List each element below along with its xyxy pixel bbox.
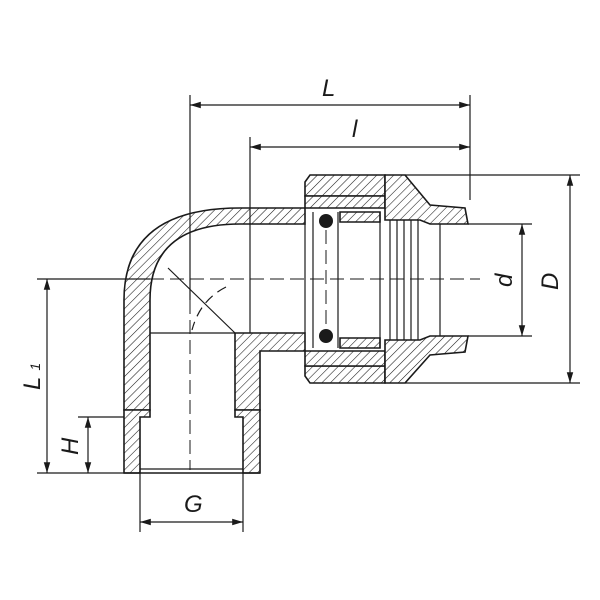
label-L: L (322, 75, 335, 102)
extension-lines (37, 95, 580, 532)
label-L1: L1 (19, 363, 46, 390)
label-H: H (57, 437, 84, 455)
compression-nut (304, 174, 469, 384)
o-ring-top (319, 214, 333, 228)
elbow-body (123, 207, 306, 474)
centerlines (150, 278, 480, 470)
label-d: d (491, 273, 518, 287)
label-l: l (352, 116, 358, 143)
dimension-lines (43, 101, 574, 526)
labels: L l D d L1 H G (19, 75, 564, 518)
label-D: D (537, 273, 564, 290)
label-G: G (184, 491, 203, 518)
o-ring-bottom (319, 329, 333, 343)
